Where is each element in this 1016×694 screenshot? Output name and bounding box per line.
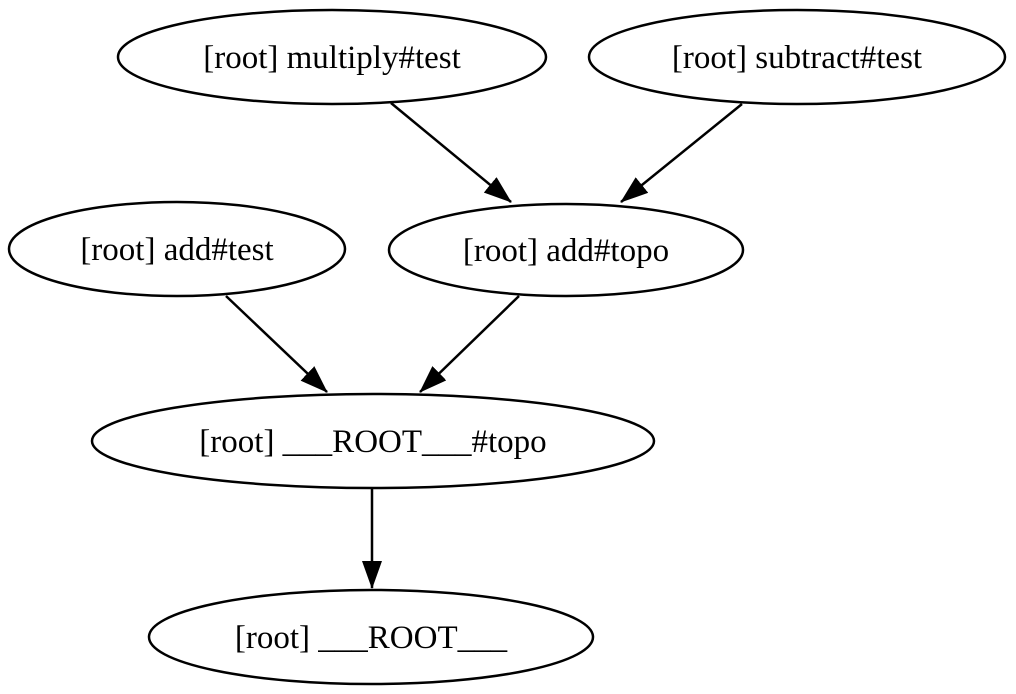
node-ellipse-subtract-test [587, 8, 1007, 106]
node-add-topo: [root] add#topo [387, 202, 745, 298]
edge-subtract-test-to-add-topo [620, 103, 743, 203]
node-label-root-topo: [root] ___ROOT___#topo [199, 424, 546, 460]
node-ellipse-root-topo [90, 392, 656, 490]
node-subtract-test: [root] subtract#test [587, 8, 1007, 106]
node-label-multiply-test: [root] multiply#test [203, 40, 461, 76]
node-label-add-test: [root] add#test [80, 232, 273, 268]
node-label-add-topo: [root] add#topo [463, 233, 669, 269]
edge-multiply-test-to-add-topo [390, 102, 512, 203]
edge-add-test-to-root-topo [225, 295, 328, 393]
node-ellipse-multiply-test [116, 8, 548, 106]
node-label-subtract-test: [root] subtract#test [672, 40, 922, 76]
nodes-layer: [root] multiply#test [root] subtract#test… [7, 8, 1007, 686]
node-multiply-test: [root] multiply#test [116, 8, 548, 106]
node-ellipse-add-test [7, 200, 347, 298]
node-root: [root] ___ROOT___ [147, 588, 595, 686]
node-ellipse-root [147, 588, 595, 686]
edges-layer [225, 102, 743, 589]
node-root-topo: [root] ___ROOT___#topo [90, 392, 656, 490]
node-add-test: [root] add#test [7, 200, 347, 298]
edge-add-topo-to-root-topo [419, 295, 520, 393]
node-ellipse-add-topo [387, 202, 745, 298]
node-label-root: [root] ___ROOT___ [235, 620, 508, 656]
